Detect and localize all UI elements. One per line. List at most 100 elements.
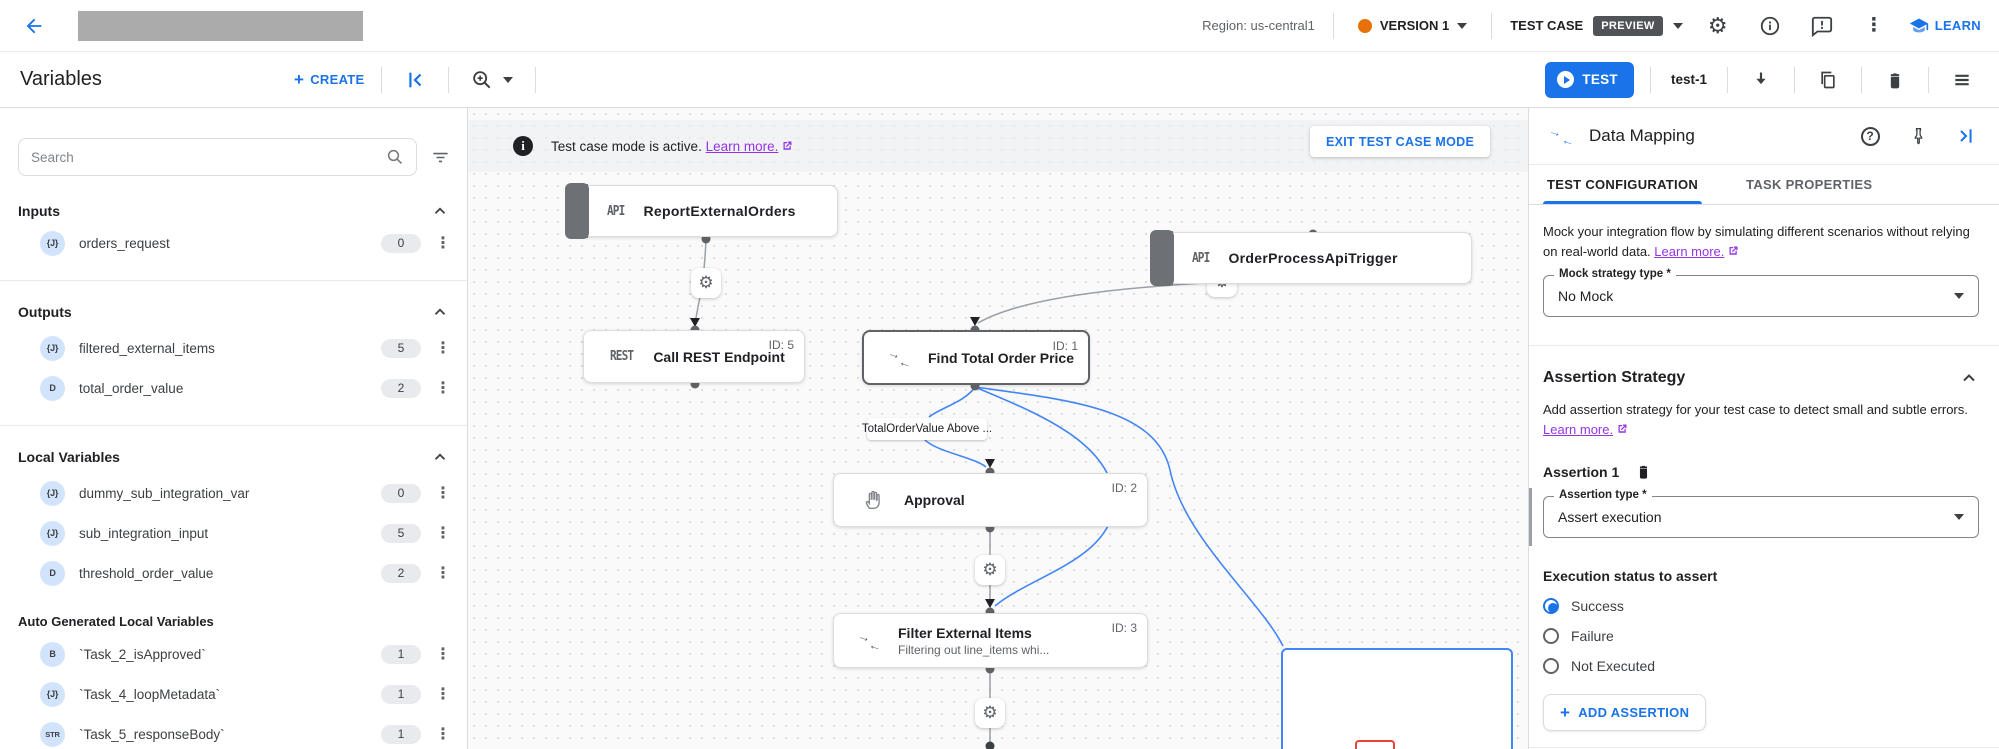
tab-task-properties[interactable]: TASK PROPERTIES	[1746, 177, 1873, 192]
divider	[0, 425, 467, 426]
assertion-type-select[interactable]: Assertion type * Assert execution	[1543, 489, 1979, 538]
tab-test-configuration[interactable]: TEST CONFIGURATION	[1543, 165, 1703, 204]
feedback-button[interactable]	[1805, 9, 1839, 43]
task-node-find-total-order-price[interactable]: →← Find Total Order Price ID: 1	[862, 330, 1090, 385]
more-options-button[interactable]: ⋮	[1857, 9, 1891, 43]
selected-group-outline[interactable]	[1281, 648, 1513, 749]
row-menu-button[interactable]: ⋮	[435, 235, 451, 252]
delete-assertion-button[interactable]	[1635, 463, 1652, 480]
task-node-report-external-orders[interactable]: API ReportExternalOrders	[565, 183, 838, 239]
row-menu-button[interactable]: ⋮	[435, 686, 451, 703]
divider	[380, 66, 382, 93]
mock-strategy-label: Mock strategy type *	[1554, 268, 1676, 280]
pin-button[interactable]	[1901, 119, 1935, 153]
assertion-strategy-heading: Assertion Strategy	[1543, 369, 1686, 386]
trigger-tab-bar	[1150, 230, 1174, 286]
radio-option-failure[interactable]: Failure	[1543, 628, 1979, 644]
variable-name: orders_request	[79, 235, 170, 251]
collapse-panel-right-button[interactable]	[1949, 119, 1983, 153]
collapse-panel-button[interactable]	[398, 63, 432, 97]
radio-option-success[interactable]: Success	[1543, 598, 1979, 614]
row-menu-button[interactable]: ⋮	[435, 565, 451, 582]
radio-option-not-executed[interactable]: Not Executed	[1543, 658, 1979, 674]
auto-generated-section-header: Auto Generated Local Variables	[18, 614, 449, 629]
version-status-dot	[1357, 18, 1372, 33]
learn-button[interactable]: LEARN	[1909, 16, 1981, 36]
row-menu-button[interactable]: ⋮	[435, 525, 451, 542]
add-assertion-button[interactable]: + ADD ASSERTION	[1543, 694, 1707, 731]
double-type-icon: D	[40, 560, 65, 586]
edge-config-gear-icon[interactable]: ⚙	[975, 555, 1005, 585]
external-link-icon	[1727, 245, 1739, 257]
list-menu-button[interactable]	[1945, 63, 1979, 97]
row-menu-button[interactable]: ⋮	[435, 340, 451, 357]
variable-name: sub_integration_input	[79, 525, 209, 541]
variable-name: filtered_external_items	[79, 340, 215, 356]
version-selector[interactable]: VERSION 1	[1352, 18, 1473, 33]
variable-row[interactable]: B `Task_2_isApproved` 1 ⋮	[40, 637, 451, 671]
variable-row[interactable]: D total_order_value 2 ⋮	[40, 371, 451, 405]
create-variable-button[interactable]: + CREATE	[294, 70, 365, 90]
edge-config-gear-icon[interactable]: ⚙	[975, 698, 1005, 728]
row-menu-button[interactable]: ⋮	[435, 380, 451, 397]
radio-icon	[1543, 628, 1559, 644]
back-button[interactable]	[18, 10, 50, 42]
copy-button[interactable]	[1811, 63, 1845, 97]
node-subtitle: Filtering out line_items whi...	[898, 642, 1050, 657]
node-title: OrderProcessApiTrigger	[1228, 250, 1398, 266]
row-menu-button[interactable]: ⋮	[435, 485, 451, 502]
test-case-name: test-1	[1670, 72, 1707, 87]
test-case-selector[interactable]: TEST CASE PREVIEW	[1510, 15, 1683, 36]
variable-row[interactable]: {J} orders_request 0 ⋮	[40, 226, 451, 260]
divider	[1529, 747, 1999, 748]
divider	[534, 66, 536, 93]
panel-tabs: TEST CONFIGURATION TASK PROPERTIES	[1529, 165, 1999, 205]
edge-condition-label[interactable]: TotalOrderValue Above ...	[862, 418, 992, 440]
chevron-up-icon[interactable]	[1959, 368, 1979, 388]
settings-button[interactable]: ⚙	[1701, 9, 1735, 43]
integration-flow-canvas[interactable]: i Test case mode is active. Learn more. …	[468, 108, 1528, 749]
download-button[interactable]	[1744, 63, 1778, 97]
test-button[interactable]: TEST	[1545, 61, 1634, 98]
task-node-call-rest-endpoint[interactable]: REST Call REST Endpoint ID: 5	[583, 330, 805, 383]
search-icon	[386, 148, 404, 166]
assertion-learn-more-link[interactable]: Learn more.	[1543, 421, 1614, 437]
task-node-approval[interactable]: Approval ID: 2	[833, 473, 1148, 527]
variable-row[interactable]: {J} sub_integration_input 5 ⋮	[40, 516, 451, 550]
variable-row[interactable]: STR `Task_5_responseBody` 1 ⋮	[40, 717, 451, 749]
info-button[interactable]	[1753, 9, 1787, 43]
json-type-icon: {J}	[40, 520, 65, 546]
inputs-section-header[interactable]: Inputs	[18, 202, 449, 220]
mock-strategy-select[interactable]: Mock strategy type * No Mock	[1543, 268, 1979, 317]
data-mapping-icon: →←	[886, 343, 914, 372]
variable-row[interactable]: {J} filtered_external_items 5 ⋮	[40, 331, 451, 365]
search-field[interactable]	[18, 138, 417, 176]
outputs-section-header[interactable]: Outputs	[18, 303, 449, 321]
learn-school-icon	[1909, 16, 1929, 36]
mock-learn-more-link[interactable]: Learn more.	[1654, 243, 1725, 259]
task-node-filter-external-items[interactable]: →← Filter External Items Filtering out l…	[833, 613, 1148, 668]
edge-config-gear-icon[interactable]: ⚙	[691, 268, 721, 298]
zoom-control[interactable]	[465, 63, 519, 97]
row-menu-button[interactable]: ⋮	[435, 646, 451, 663]
local-variables-section-header[interactable]: Local Variables	[18, 448, 449, 466]
chevron-down-icon	[1672, 22, 1683, 29]
divider	[1794, 66, 1795, 93]
banner-learn-more-link[interactable]: Learn more.	[705, 138, 779, 154]
json-type-icon: {J}	[40, 335, 65, 361]
row-menu-button[interactable]: ⋮	[435, 726, 451, 743]
delete-button[interactable]	[1878, 63, 1912, 97]
task-node-order-process-api-trigger[interactable]: API OrderProcessApiTrigger	[1150, 230, 1472, 286]
help-button[interactable]: ?	[1853, 119, 1887, 153]
variable-row[interactable]: {J} dummy_sub_integration_var 0 ⋮	[40, 476, 451, 510]
variables-toolbar: Variables + CREATE TEST test-1	[0, 52, 1999, 108]
scrollbar-thumb[interactable]	[1529, 488, 1532, 546]
sort-variables-button[interactable]	[427, 144, 453, 170]
search-input[interactable]	[31, 149, 386, 165]
variable-row[interactable]: {J} `Task_4_loopMetadata` 1 ⋮	[40, 677, 451, 711]
chevron-up-icon	[431, 202, 449, 220]
json-type-icon: {J}	[40, 480, 65, 506]
variable-row[interactable]: D threshold_order_value 2 ⋮	[40, 556, 451, 590]
exit-test-case-mode-button[interactable]: EXIT TEST CASE MODE	[1310, 126, 1491, 157]
radio-label: Not Executed	[1571, 658, 1656, 674]
